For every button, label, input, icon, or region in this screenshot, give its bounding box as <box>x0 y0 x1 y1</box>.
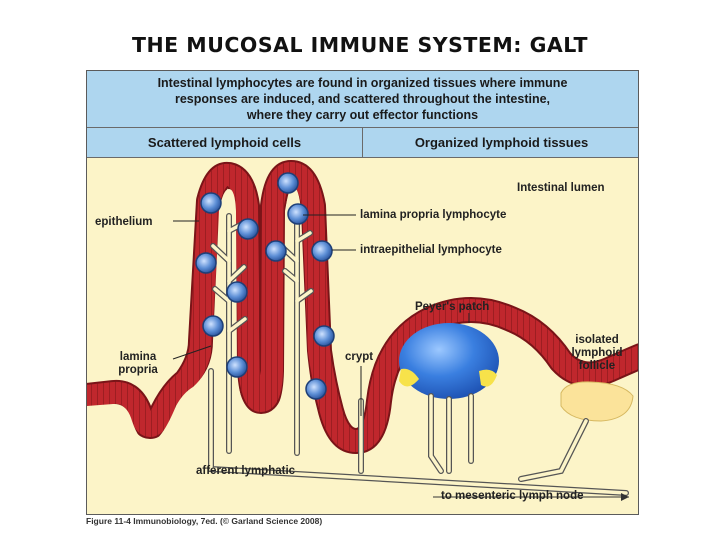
lamina-propria-region <box>87 187 638 514</box>
label-peyers-patch: Peyer's patch <box>415 301 490 313</box>
column-header-organized: Organized lymphoid tissues <box>363 128 638 158</box>
label-afferent-lymphatic: afferent lymphatic <box>196 465 296 477</box>
lymphocyte <box>265 240 287 262</box>
label-lamina-line-2: propria <box>118 364 158 376</box>
pointer-lines <box>172 214 470 416</box>
label-crypt: crypt <box>345 351 374 363</box>
lymphocyte <box>313 325 335 347</box>
label-isolated-line-2: lymphoid <box>571 347 623 359</box>
mesenteric-arrowhead <box>621 493 629 501</box>
peyers-patch-dome <box>399 323 499 399</box>
lymphocyte <box>226 281 248 303</box>
lymphocyte <box>287 203 309 225</box>
column-header-scattered: Scattered lymphoid cells <box>87 128 363 158</box>
isolated-follicle <box>560 381 634 422</box>
lymphocyte <box>311 240 333 262</box>
lymphocyte <box>200 192 222 214</box>
label-intestinal-lumen: Intestinal lumen <box>517 182 605 194</box>
header-line-2: responses are induced, and scattered thr… <box>174 92 551 106</box>
lymphocyte <box>202 315 224 337</box>
label-lamina-line-1: lamina <box>119 351 157 363</box>
label-isolated-lymphoid-follicle: isolated lymphoid follicle <box>561 334 633 373</box>
lymphocyte <box>237 218 259 240</box>
lymphocytes <box>195 172 335 400</box>
figure-panel: Intestinal lymphocytes are found in orga… <box>86 70 639 515</box>
lymphocyte <box>226 356 248 378</box>
lymphocyte <box>305 378 327 400</box>
slide-title: THE MUCOSAL IMMUNE SYSTEM: GALT <box>132 33 588 57</box>
label-lamina-propria: lamina propria <box>109 351 167 377</box>
label-mesenteric-lymph-node: to mesenteric lymph node <box>441 490 584 502</box>
label-intraepithelial-lymphocyte: intraepithelial lymphocyte <box>360 244 502 256</box>
label-isolated-line-3: follicle <box>578 360 616 372</box>
label-epithelium: epithelium <box>95 216 153 228</box>
lymphocyte <box>195 252 217 274</box>
header-line-1: Intestinal lymphocytes are found in orga… <box>157 76 568 90</box>
lymphocyte <box>277 172 299 194</box>
header-box: Intestinal lymphocytes are found in orga… <box>87 71 638 128</box>
peyers-follicle-right <box>479 369 497 387</box>
peyers-follicle-left <box>399 368 419 387</box>
label-lamina-propria-lymphocyte: lamina propria lymphocyte <box>360 209 507 221</box>
label-isolated-line-1: isolated <box>575 334 619 346</box>
header-line-3: where they carry out effector functions <box>246 108 479 122</box>
gut-wall-illustration <box>87 160 638 514</box>
figure-caption: Figure 11-4 Immunobiology, 7ed. (© Garla… <box>86 516 323 526</box>
